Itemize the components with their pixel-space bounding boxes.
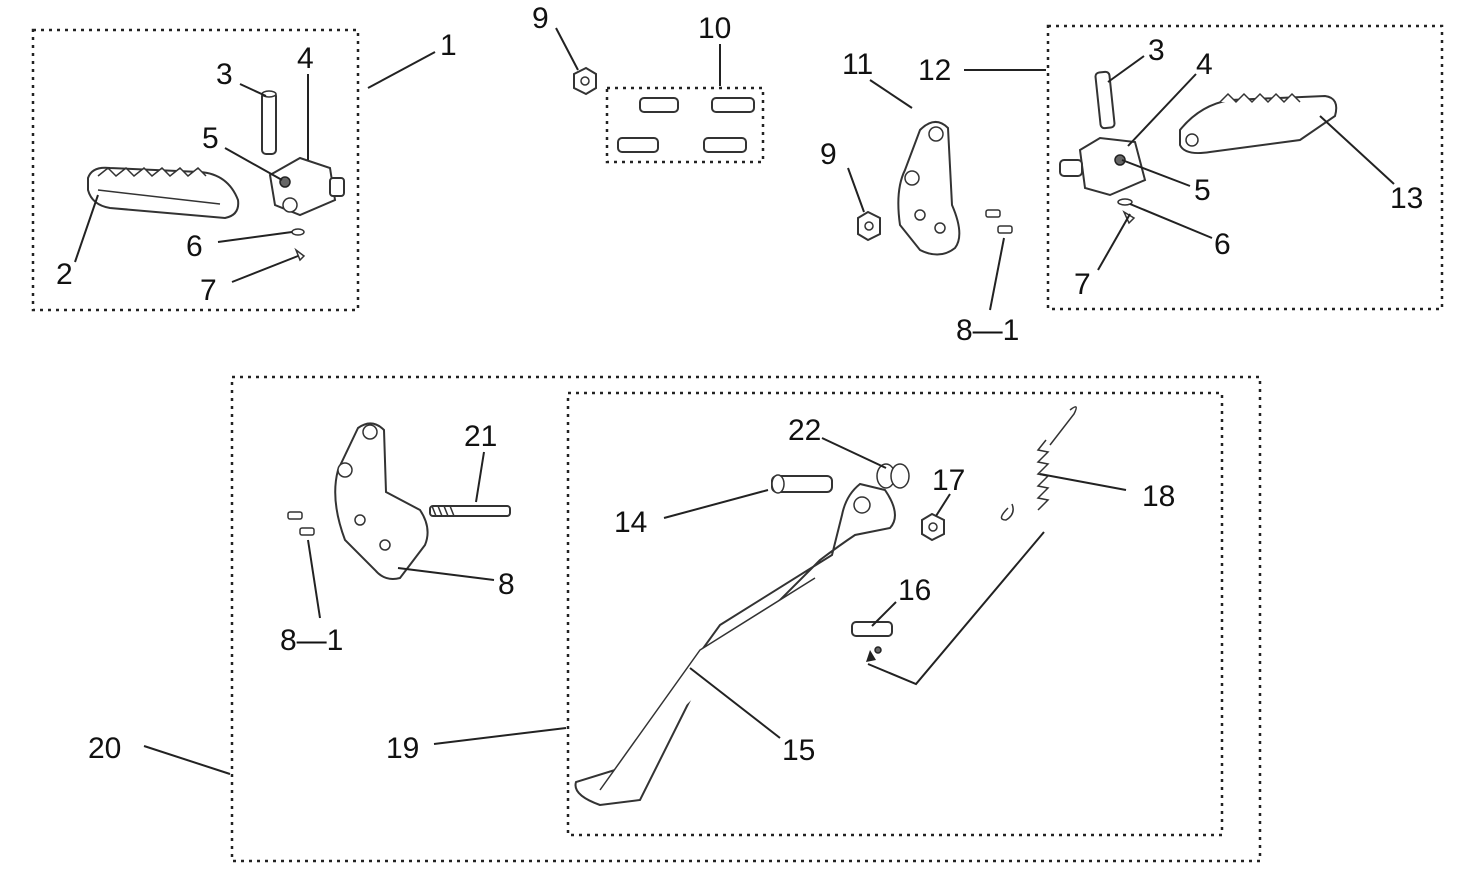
callout-19: 19 (386, 732, 419, 765)
callout-6-right: 6 (1214, 228, 1231, 261)
callout-8: 8 (498, 568, 515, 601)
bolt-set-10 (617, 97, 755, 153)
callout-4-left: 4 (297, 42, 314, 75)
callout-9-right: 9 (820, 138, 837, 171)
spring-18 (1000, 406, 1077, 521)
callout-13: 13 (1390, 182, 1423, 215)
callout-18: 18 (1142, 480, 1175, 513)
callout-22: 22 (788, 414, 821, 447)
callout-6-left: 6 (186, 230, 203, 263)
callout-21: 21 (464, 420, 497, 453)
footrest-peg-right (1179, 92, 1338, 155)
callout-9-top: 9 (532, 2, 549, 35)
washer-right (1117, 198, 1133, 206)
nut-9-top (573, 66, 597, 96)
side-stand-15 (574, 482, 896, 807)
cotter-pin-left (294, 247, 306, 262)
shaft-21 (429, 505, 511, 517)
pivot-pin-right (1094, 70, 1116, 130)
footrest-bracket-left (268, 156, 345, 217)
callout-4-right: 4 (1196, 48, 1213, 81)
callout-5-right: 5 (1194, 174, 1211, 207)
group-box-1 (31, 28, 360, 312)
group-box-10 (605, 86, 765, 164)
callout-1: 1 (440, 29, 457, 62)
leader-lines (74, 27, 1395, 775)
callout-7-right: 7 (1074, 268, 1091, 301)
nut-9-right (857, 210, 881, 242)
callout-3-left: 3 (216, 58, 233, 91)
dowel-pins-8-1-top (985, 209, 1013, 234)
group-box-12 (1046, 24, 1444, 311)
callout-2: 2 (56, 258, 73, 291)
footrest-bracket-right (1059, 136, 1147, 197)
callout-12: 12 (918, 54, 951, 87)
bracket-8 (334, 422, 429, 580)
nut-17 (921, 512, 945, 542)
callout-8-1-top: 8—1 (956, 314, 1019, 347)
callout-15: 15 (782, 734, 815, 767)
callout-11: 11 (842, 48, 873, 81)
pivot-pin-left (261, 90, 277, 155)
footrest-peg-left (87, 166, 240, 220)
routing-arrow-head (866, 650, 876, 662)
callout-8-1-bottom: 8—1 (280, 624, 343, 657)
group-box-19 (566, 391, 1224, 837)
callout-3-right: 3 (1148, 34, 1165, 67)
callout-20: 20 (88, 732, 121, 765)
callout-17: 17 (932, 464, 965, 497)
group-box-20 (230, 375, 1262, 863)
callout-7-left: 7 (200, 274, 217, 307)
stand-bolt-14 (771, 474, 833, 494)
washer-left (291, 228, 305, 236)
bracket-11 (897, 121, 961, 256)
spring-hook-16 (851, 621, 893, 654)
spring-routing-line (867, 531, 1045, 686)
callout-16: 16 (898, 574, 931, 607)
dowel-pins-8-1-bottom (287, 511, 315, 536)
callout-5-left: 5 (202, 122, 219, 155)
washers-22 (876, 463, 910, 489)
callout-14: 14 (614, 506, 647, 539)
callout-10: 10 (698, 12, 731, 45)
